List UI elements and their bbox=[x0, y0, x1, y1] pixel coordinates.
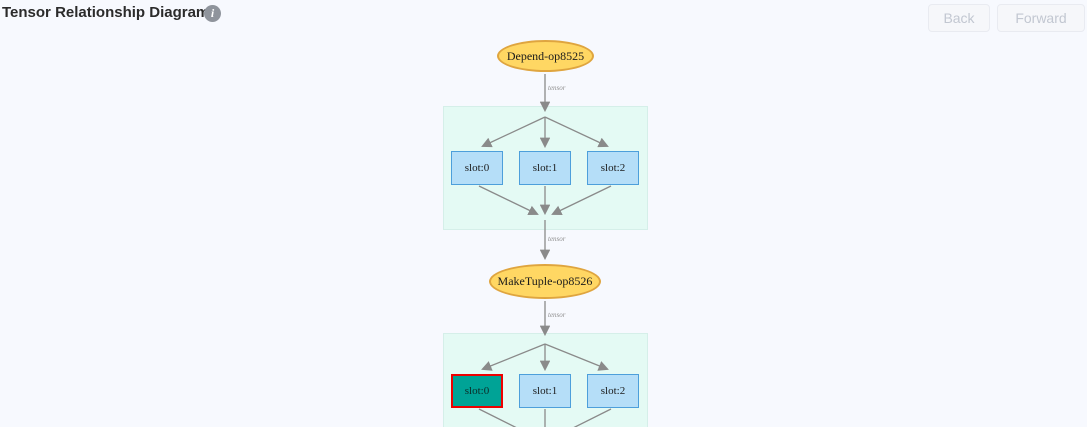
slot-node[interactable]: slot:2 bbox=[587, 151, 639, 185]
slot-node[interactable]: slot:0 bbox=[451, 151, 503, 185]
edge-label-tensor: tensor bbox=[548, 311, 566, 319]
operator-node-maketuple[interactable]: MakeTuple-op8526 bbox=[489, 264, 601, 299]
page-title: Tensor Relationship Diagram bbox=[2, 4, 210, 21]
forward-button[interactable]: Forward bbox=[997, 4, 1085, 32]
back-button[interactable]: Back bbox=[928, 4, 990, 32]
edge-label-tensor: tensor bbox=[548, 235, 566, 243]
slot-node-selected[interactable]: slot:0 bbox=[451, 374, 503, 408]
info-icon[interactable]: i bbox=[204, 5, 221, 22]
edge-label-tensor: tensor bbox=[548, 84, 566, 92]
slot-node[interactable]: slot:1 bbox=[519, 374, 571, 408]
slot-node[interactable]: slot:1 bbox=[519, 151, 571, 185]
slot-node[interactable]: slot:2 bbox=[587, 374, 639, 408]
operator-node-depend[interactable]: Depend-op8525 bbox=[497, 40, 594, 72]
